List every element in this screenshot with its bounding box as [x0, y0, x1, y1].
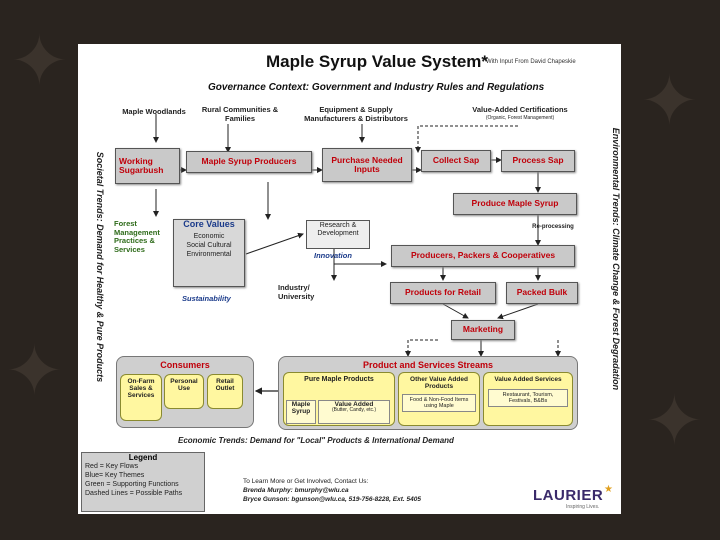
laurier-logo: LAURIER — [533, 487, 604, 504]
on-farm-sales-box: On-Farm Sales & Services — [120, 374, 162, 421]
value-added-sub: (Butter, Candy, etc.) — [331, 407, 377, 414]
other-products-group: Other Value Added Products Food & Non-Fo… — [398, 372, 480, 426]
maple-leaf-icon: ✦ — [640, 62, 699, 140]
purchase-inputs-box: Purchase Needed Inputs — [322, 148, 412, 182]
maple-woodlands-label: Maple Woodlands — [122, 107, 186, 116]
equipment-label: Equipment & Supply Manufacturers & Distr… — [304, 105, 408, 123]
contact-line-2: Bryce Gunson: bgunson@wlu.ca, 519-756-82… — [243, 496, 421, 504]
logo-tagline: Inspiring Lives. — [566, 504, 600, 510]
marketing-box: Marketing — [451, 320, 515, 340]
contact-intro: To Learn More or Get Involved, Contact U… — [243, 478, 369, 485]
process-sap-box: Process Sap — [501, 150, 575, 172]
governance-context: Governance Context: Government and Indus… — [208, 82, 545, 93]
legend-title: Legend — [128, 453, 158, 462]
contact-line-1: Brenda Murphy: bmurphy@wlu.ca — [243, 487, 349, 495]
consumers-title: Consumers — [160, 360, 210, 370]
research-box: Research & Development — [306, 220, 370, 249]
industry-label: Industry/ University — [278, 283, 315, 301]
value-added-box: Value Added (Butter, Candy, etc.) — [318, 400, 390, 424]
value-added-label: Value Added — [334, 401, 374, 408]
legend-item: Blue= Key Themes — [85, 472, 145, 480]
maple-syrup-box: Maple Syrup — [286, 400, 316, 424]
packed-bulk-box: Packed Bulk — [506, 282, 578, 304]
restaurant-box: Restaurant, Tourism, Festivals, B&Bs — [488, 389, 568, 408]
innovation-label: Innovation — [314, 251, 352, 260]
other-products-title: Other Value Added Products — [410, 376, 468, 391]
flow-arrows — [153, 114, 561, 395]
reprocessing-label: Re-processing — [532, 224, 574, 230]
maple-leaf-icon: ✦ — [645, 382, 704, 460]
producers-box: Maple Syrup Producers — [186, 151, 312, 173]
sustainability-label: Sustainability — [182, 294, 231, 303]
retail-products-box: Products for Retail — [390, 282, 496, 304]
certifications-sub: (Organic, Forest Management) — [485, 115, 555, 121]
page-title: Maple Syrup Value System* — [266, 52, 489, 71]
core-values-list: Economic Social Cultural Environmental — [186, 232, 232, 259]
rural-communities-label: Rural Communities & Families — [201, 105, 279, 123]
societal-trends-text: Societal Trends: Demand for Healthy & Pu… — [95, 151, 105, 383]
diagram-slide: Maple Syrup Value System* * With Input F… — [78, 44, 621, 514]
collect-sap-box: Collect Sap — [421, 150, 491, 172]
pure-maple-title: Pure Maple Products — [304, 376, 374, 383]
legend-box: Legend Red = Key Flows Blue= Key Themes … — [81, 452, 205, 512]
environmental-trends-text: Environmental Trends: Climate Change & F… — [611, 127, 621, 391]
maple-leaf-icon: ✦ — [5, 332, 64, 410]
certifications-label: Value-Added Certifications — [472, 105, 568, 114]
food-items-box: Food & Non-Food Items using Maple — [402, 394, 476, 413]
working-sugarbush-box: Working Sugarbush — [115, 148, 180, 184]
star-icon: ★ — [604, 484, 613, 495]
economic-trends-text: Economic Trends: Demand for "Local" Prod… — [178, 436, 454, 445]
produce-syrup-box: Produce Maple Syrup — [453, 193, 577, 215]
services-group: Value Added Services Restaurant, Tourism… — [483, 372, 573, 426]
streams-title: Product and Services Streams — [362, 360, 494, 370]
title-note: * With Input From David Chapeskie — [482, 59, 576, 65]
packers-box: Producers, Packers & Cooperatives — [391, 245, 575, 267]
contact-block: To Learn More or Get Involved, Contact U… — [243, 477, 421, 504]
legend-item: Dashed Lines = Possible Paths — [85, 490, 183, 498]
legend-item: Green = Supporting Functions — [85, 481, 179, 489]
forest-management-label: Forest Management Practices & Services — [114, 219, 160, 254]
maple-leaf-icon: ✦ — [10, 22, 69, 100]
legend-item: Red = Key Flows — [85, 463, 139, 470]
core-values-title: Core Values — [183, 219, 235, 229]
services-title: Value Added Services — [494, 376, 562, 383]
retail-outlet-box: Retail Outlet — [207, 374, 243, 409]
core-values-box: Core Values Economic Social Cultural Env… — [173, 219, 245, 287]
personal-use-box: Personal Use — [164, 374, 204, 409]
